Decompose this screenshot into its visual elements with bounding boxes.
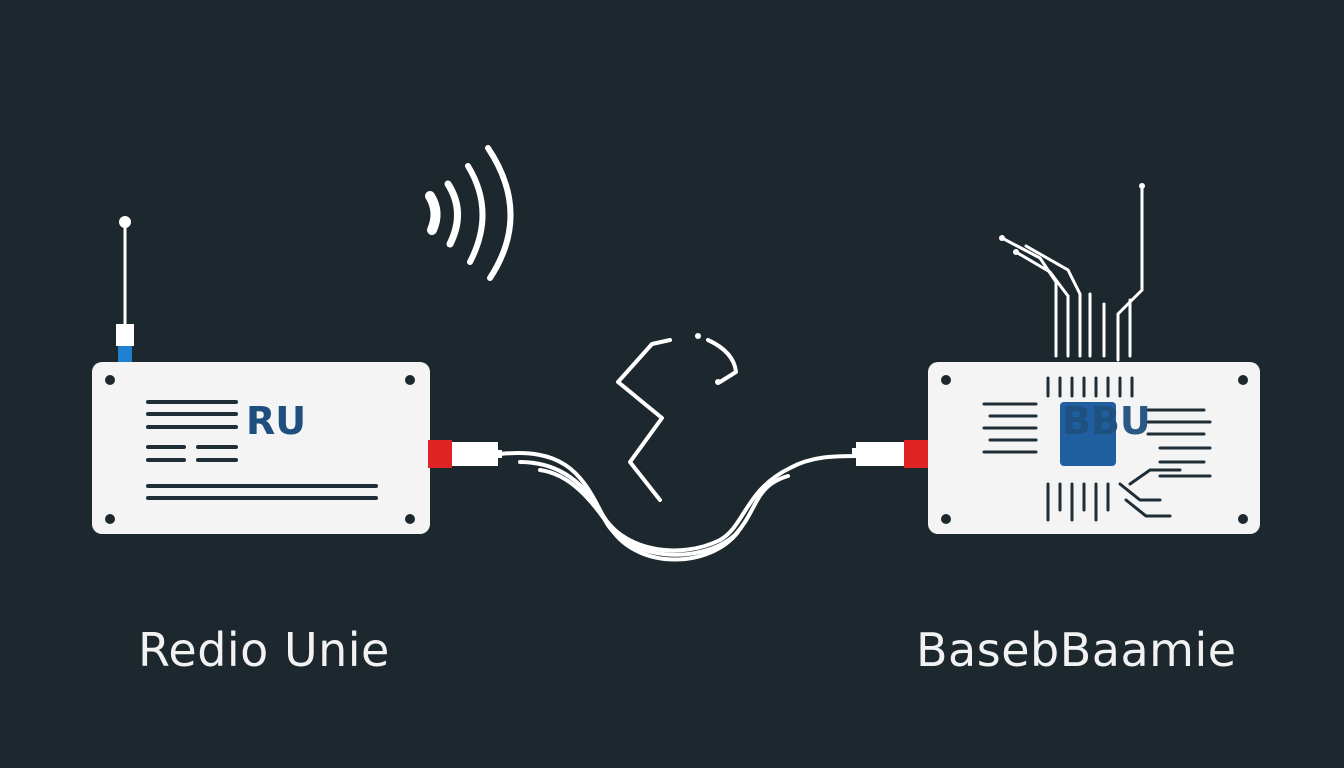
wireless-signal-icon <box>425 145 514 281</box>
ru-connector <box>428 440 502 468</box>
ru-label: RU <box>246 399 306 443</box>
baseband-unit-device: BBU <box>928 362 1260 534</box>
circuit-traces-icon <box>999 183 1145 362</box>
bbu-connector <box>852 440 930 468</box>
radio-unit-device: RU <box>92 362 430 534</box>
baseband-unit-caption: BasebBaamie <box>916 623 1237 677</box>
antenna-icon <box>116 216 134 362</box>
chip-icon <box>982 376 1212 522</box>
fronthaul-cable-icon <box>498 451 860 562</box>
bbu-label: BBU <box>1062 399 1151 443</box>
radio-unit-caption: Redio Unie <box>138 623 390 677</box>
lightning-break-icon <box>616 333 738 502</box>
